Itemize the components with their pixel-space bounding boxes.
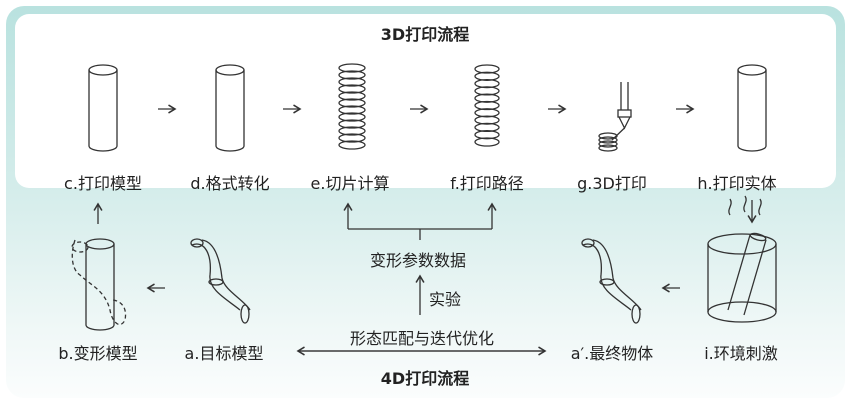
coil-loop [474,130,500,140]
step-label-g: g.3D打印 [577,174,647,193]
step-label-a-prime: a′.最终物体 [570,344,654,363]
deformation-data-label: 变形参数数据 [369,251,467,270]
slice-layer [338,77,366,87]
4d-process-title: 4D打印流程 [380,369,470,388]
heated-container-icon [707,195,777,323]
slice-layer [338,133,366,143]
slice-layer [338,63,366,73]
coil-loop [474,108,500,118]
print-path-coil-icon [474,64,500,147]
slice-layer [338,105,366,115]
coil-loop [474,71,500,81]
step-label-f: f.打印路径 [450,174,524,193]
curved-tube-icon-a-prime [581,238,642,324]
deformed-model-icon [71,238,127,331]
3d-process-panel [15,14,836,188]
coil-loop [474,64,500,74]
experiment-label: 实验 [428,290,462,309]
curved-tube-icon-a [190,238,251,324]
slice-layer [338,84,366,94]
step-label-i: i.环境刺激 [704,344,778,363]
coil-loop [474,93,500,103]
coil-loop [474,115,500,125]
slice-layer [338,112,366,122]
slice-layer [338,91,366,101]
step-label-h: h.打印实体 [697,174,777,193]
step-label-d: d.格式转化 [190,174,270,193]
matching-label: 形态匹配与迭代优化 [349,329,495,348]
coil-loop [474,78,500,89]
step-label-e: e.切片计算 [310,174,390,193]
3d-printer-nozzle-icon [598,82,632,152]
step-label-a: a.目标模型 [184,344,264,363]
slice-layer [338,119,366,129]
step-label-c: c.打印模型 [64,174,142,193]
slice-layer [338,126,366,136]
deformation-bracket [343,202,497,240]
slice-layer [338,98,366,108]
slice-layer [338,70,366,80]
cylinder-icon-d [215,64,245,152]
coil-loop [474,100,500,111]
step-label-b: b.变形模型 [58,344,138,363]
coil-loop [474,86,500,96]
coil-loop [474,122,500,133]
coil-loop [474,137,500,147]
cylinder-icon-h [737,64,767,152]
slice-layer [338,140,366,150]
cylinder-icon-c [88,64,118,152]
sliced-cylinder-icon [338,63,366,150]
3d-process-title: 3D打印流程 [380,25,470,44]
